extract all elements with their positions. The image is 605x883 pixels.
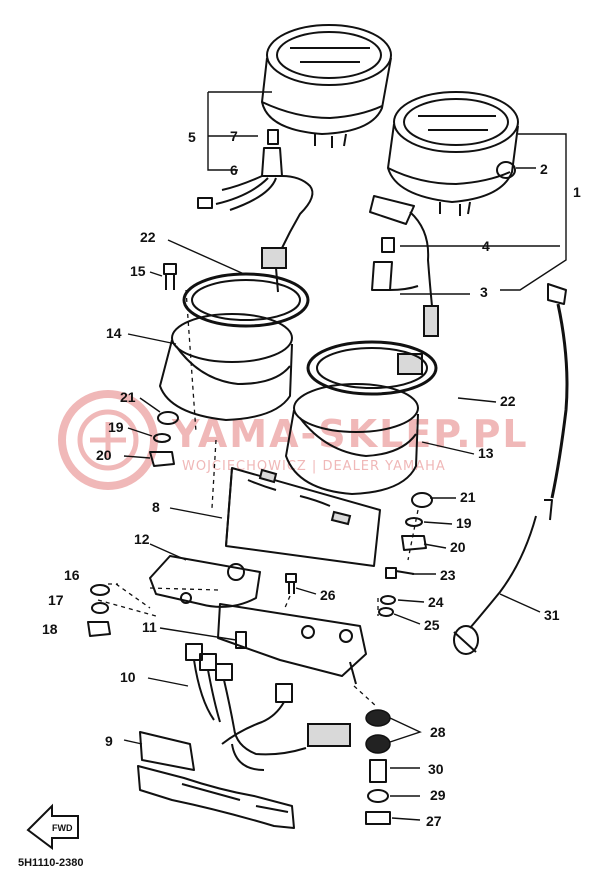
callout-11: 11 [142,619,157,635]
grommet-28-upper [365,709,391,727]
callout-9: 9 [105,733,113,749]
callout-5: 5 [188,129,196,145]
tachometer-gauge [387,91,519,216]
meter-lower-bracket [217,603,367,685]
callout-7: 7 [230,128,238,144]
speedometer-gauge [261,24,392,148]
diagram-code: 5H1110-2380 [18,857,83,869]
meter-housing [225,467,381,567]
callout-22-left: 22 [140,229,156,245]
right-gauge-ring [306,340,438,396]
watermark-sub-text: WOJCIECHOWICZ | DEALER YAMAHA [182,459,446,474]
callout-4: 4 [482,238,490,254]
callout-12: 12 [134,531,150,547]
callout-31: 31 [544,607,560,623]
right-gauge-case [285,383,419,495]
lower-cover [137,731,295,829]
callout-23: 23 [440,567,456,583]
callout-19-left: 19 [108,419,124,435]
callout-20-left: 20 [96,447,112,463]
collar-30 [369,759,387,783]
callout-13: 13 [478,445,494,461]
left-gauge-ring [182,272,310,328]
callout-16: 16 [64,567,80,583]
callout-26: 26 [320,587,336,603]
screw-26 [285,573,297,594]
grommet-28-lower [365,734,391,754]
watermark-main-text: YAMA-SKLEP.PL [171,412,529,456]
callout-22-right: 22 [500,393,516,409]
callout-21-left: 21 [120,389,136,405]
speedometer-cable [453,283,569,655]
callout-18: 18 [42,621,58,637]
callout-19-right: 19 [456,515,472,531]
callout-21-right: 21 [460,489,476,505]
meter-stay-plate [149,555,261,608]
callout-2: 2 [540,161,548,177]
bolt-23 [385,567,415,579]
right-fasteners [401,492,433,551]
forward-arrow-label: FWD [52,823,73,833]
screw-15 [163,263,177,290]
callout-8: 8 [152,499,160,515]
forward-arrow-icon: FWD [26,803,79,850]
callout-1: 1 [573,184,581,200]
callout-3: 3 [480,284,488,300]
callout-14: 14 [106,325,122,341]
callout-24: 24 [428,594,444,610]
fasteners-16-17-18 [87,584,111,637]
washers-24-25 [378,595,396,617]
speedometer-harness [197,129,314,293]
callout-10: 10 [120,669,136,685]
indicator-harness [185,643,351,771]
callout-30: 30 [428,761,444,777]
watermark-logo-icon [58,390,158,490]
callout-28: 28 [430,724,446,740]
callout-labels: 1 2 3 4 5 6 7 8 9 10 11 12 13 14 15 16 1… [42,128,581,829]
washer-29 [367,789,389,803]
alignment-lines [97,289,419,707]
callout-6: 6 [230,162,238,178]
callout-25: 25 [424,617,440,633]
left-fasteners [149,411,179,467]
left-gauge-case [159,313,293,421]
callout-29: 29 [430,787,446,803]
callout-27: 27 [426,813,442,829]
leader-lines [123,91,567,821]
nut-27 [365,811,391,825]
callout-17: 17 [48,592,64,608]
callout-20-right: 20 [450,539,466,555]
callout-15: 15 [130,263,146,279]
